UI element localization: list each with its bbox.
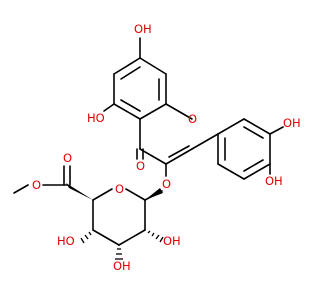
sugar-hydroxyl-4-label: HO	[57, 234, 75, 248]
atom-labels: OH HO O O O OH OH O O O OH OH HO	[32, 22, 300, 273]
sugar-hydroxyl-3-label: OH	[113, 259, 131, 273]
glycoside-oxygen-label: O	[162, 177, 171, 191]
stereo-bonds	[66, 183, 164, 260]
hydroxyl-4-prime-label: OH	[265, 174, 283, 188]
carbonyl-oxygen-label: O	[136, 159, 145, 173]
ester-methoxy-oxygen-label: O	[32, 178, 41, 192]
sugar-hydroxyl-2-label: OH	[163, 234, 181, 248]
bonds	[13, 37, 284, 246]
hydroxyl-3-prime-label: OH	[283, 116, 300, 130]
hydroxyl-7-label: OH	[134, 22, 152, 36]
structure-canvas: OH HO O O O OH OH O O O OH OH HO	[13, 22, 300, 273]
chromene-ring-oxygen-label: O	[188, 112, 197, 126]
hydroxyl-5-label: HO	[87, 111, 105, 125]
ester-carbonyl-oxygen-label: O	[63, 151, 72, 165]
sugar-ring-oxygen-label: O	[115, 182, 124, 196]
